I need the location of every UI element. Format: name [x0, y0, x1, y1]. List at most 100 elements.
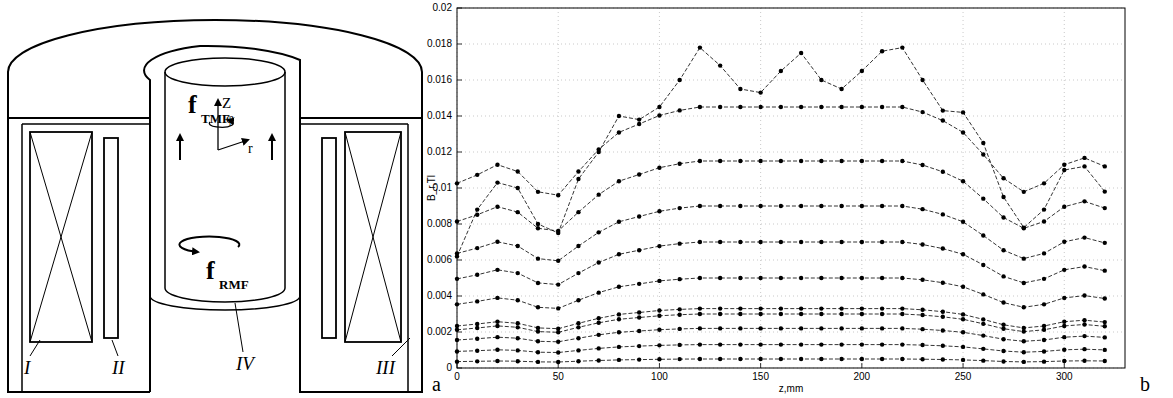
data-point	[1103, 335, 1107, 339]
data-point	[718, 204, 722, 208]
data-point	[475, 326, 479, 330]
data-point	[900, 159, 904, 163]
tick	[457, 116, 462, 117]
data-point	[677, 343, 681, 347]
data-point	[536, 190, 540, 194]
data-point	[637, 310, 641, 314]
data-point	[738, 342, 742, 346]
data-point	[839, 204, 843, 208]
data-point	[1022, 225, 1026, 229]
data-point	[961, 312, 965, 316]
data-point	[779, 240, 783, 244]
data-point	[758, 159, 762, 163]
y-tick-label: 0.018	[427, 39, 452, 49]
data-point	[718, 240, 722, 244]
data-point	[779, 357, 783, 361]
data-point	[677, 327, 681, 331]
data-point	[860, 357, 864, 361]
data-point	[718, 276, 722, 280]
data-point	[799, 342, 803, 346]
data-point	[819, 276, 823, 280]
data-point	[698, 357, 702, 361]
data-point	[516, 169, 520, 173]
data-point	[576, 298, 580, 302]
data-point	[1001, 327, 1005, 331]
data-point	[779, 342, 783, 346]
x-tick-label: 250	[955, 372, 972, 382]
data-point	[455, 219, 459, 223]
data-point	[839, 312, 843, 316]
data-point	[1103, 206, 1107, 210]
data-point	[495, 320, 499, 324]
data-point	[738, 159, 742, 163]
data-point	[779, 159, 783, 163]
axis-title: B_r,Tl	[427, 175, 437, 201]
data-point	[1062, 240, 1066, 244]
data-point	[556, 193, 560, 197]
data-point	[1062, 359, 1066, 363]
data-point	[819, 159, 823, 163]
data-point	[516, 359, 520, 363]
data-point	[779, 326, 783, 330]
data-point	[677, 241, 681, 245]
data-point	[1062, 335, 1066, 339]
data-point	[1001, 195, 1005, 199]
data-point	[839, 105, 843, 109]
data-point	[738, 276, 742, 280]
data-point	[495, 268, 499, 272]
data-point	[860, 69, 864, 73]
data-point	[1001, 248, 1005, 252]
data-point	[677, 307, 681, 311]
data-point	[698, 105, 702, 109]
data-point	[718, 306, 722, 310]
data-point	[677, 277, 681, 281]
data-point	[880, 357, 884, 361]
y-tick-label: 0	[446, 363, 452, 373]
data-point	[779, 306, 783, 310]
data-point	[1103, 241, 1107, 245]
data-point	[779, 276, 783, 280]
data-point	[961, 345, 965, 349]
data-point	[495, 324, 499, 328]
data-point	[1042, 181, 1046, 185]
data-point	[576, 244, 580, 248]
data-point	[1001, 300, 1005, 304]
data-point	[961, 179, 965, 183]
data-point	[880, 312, 884, 316]
data-point	[900, 45, 904, 49]
data-point	[556, 350, 560, 354]
data-point	[981, 347, 985, 351]
data-line	[457, 161, 1105, 231]
data-point	[596, 230, 600, 234]
data-point	[698, 45, 702, 49]
data-point	[819, 306, 823, 310]
data-point	[920, 110, 924, 114]
grid-line	[558, 8, 559, 368]
data-point	[617, 179, 621, 183]
data-point	[677, 357, 681, 361]
data-point	[1001, 337, 1005, 341]
y-tick-label: 0.008	[427, 219, 452, 229]
data-point	[576, 336, 580, 340]
data-point	[637, 329, 641, 333]
data-point	[1042, 349, 1046, 353]
data-point	[677, 206, 681, 210]
data-point	[1062, 162, 1066, 166]
data-point	[1062, 296, 1066, 300]
grid-line	[457, 188, 1125, 189]
data-point	[758, 342, 762, 346]
data-point	[637, 122, 641, 126]
data-point	[981, 358, 985, 362]
data-point	[1042, 277, 1046, 281]
data-point	[920, 163, 924, 167]
data-point	[738, 357, 742, 361]
data-point	[1062, 268, 1066, 272]
data-point	[738, 240, 742, 244]
data-point	[637, 214, 641, 218]
data-point	[1001, 215, 1005, 219]
data-point	[596, 346, 600, 350]
data-point	[455, 359, 459, 363]
y-tick-label: 0.012	[427, 147, 452, 157]
